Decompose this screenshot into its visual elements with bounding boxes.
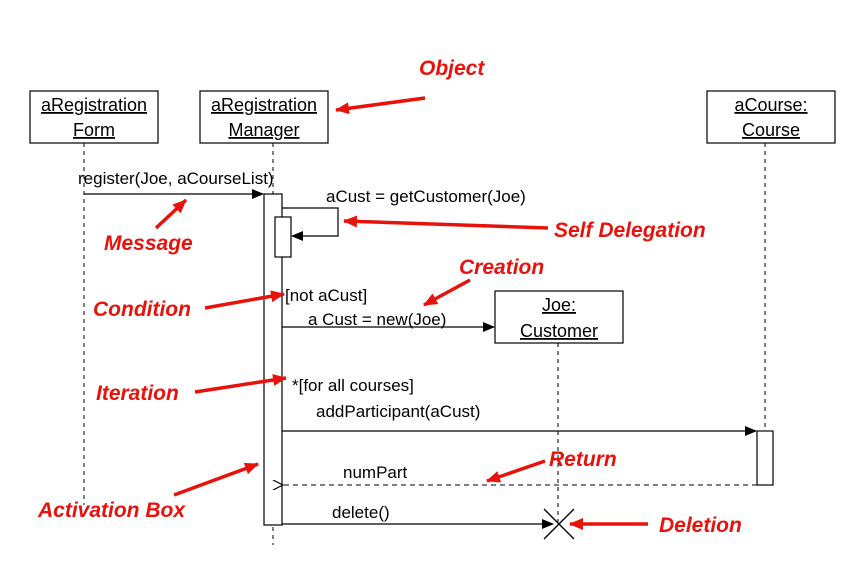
deletion-x-icon <box>543 508 575 540</box>
condition-label: [not aCust] <box>285 286 367 305</box>
object-customer-name: Joe: <box>542 295 576 315</box>
annotation-condition: Condition <box>93 298 191 321</box>
object-manager: aRegistration Manager <box>199 90 329 144</box>
creation-annotation-arrow <box>423 278 471 307</box>
object-customer-class: Customer <box>520 321 598 341</box>
object-course: aCourse: Course <box>706 90 836 144</box>
object-course-class: Course <box>742 120 800 140</box>
annotation-return: Return <box>549 448 617 471</box>
self-delegation-arrow <box>282 207 339 241</box>
message-annotation-arrow <box>154 198 188 230</box>
create-message-label: a Cust = new(Joe) <box>308 310 446 329</box>
annotation-iteration: Iteration <box>96 382 179 405</box>
return-annotation-arrow <box>486 459 546 483</box>
self-delegation-activation-box <box>274 216 292 258</box>
course-activation-box <box>756 430 774 486</box>
condition-annotation-arrow <box>204 290 285 310</box>
add-participant-message-label: addParticipant(aCust) <box>316 402 480 421</box>
activation-box-annotation-arrow <box>173 462 259 497</box>
manager-activation-box <box>263 193 283 526</box>
register-message-label: register(Joe, aCourseList) <box>78 169 274 188</box>
annotation-message: Message <box>104 232 193 255</box>
annotation-self-delegation: Self Delegation <box>554 219 706 242</box>
self-delegation-annotation-arrow <box>343 215 549 230</box>
object-form: aRegistration Form <box>29 90 159 144</box>
object-manager-name: aRegistration <box>211 95 317 115</box>
object-customer: Joe: Customer <box>494 290 624 344</box>
annotation-activation-box: Activation Box <box>37 499 186 522</box>
object-manager-class: Manager <box>228 120 299 140</box>
annotation-creation: Creation <box>459 256 544 279</box>
object-annotation-arrow <box>335 96 426 115</box>
delete-message-label: delete() <box>332 503 390 522</box>
iteration-annotation-arrow <box>194 374 287 394</box>
object-course-name: aCourse: <box>734 95 807 115</box>
object-form-class: Form <box>73 120 115 140</box>
object-form-name: aRegistration <box>41 95 147 115</box>
return-message-label: numPart <box>343 463 408 482</box>
annotation-object: Object <box>419 57 485 80</box>
get-customer-message-label: aCust = getCustomer(Joe) <box>326 187 526 206</box>
annotation-deletion: Deletion <box>659 514 742 537</box>
iteration-label: *[for all courses] <box>292 376 414 395</box>
